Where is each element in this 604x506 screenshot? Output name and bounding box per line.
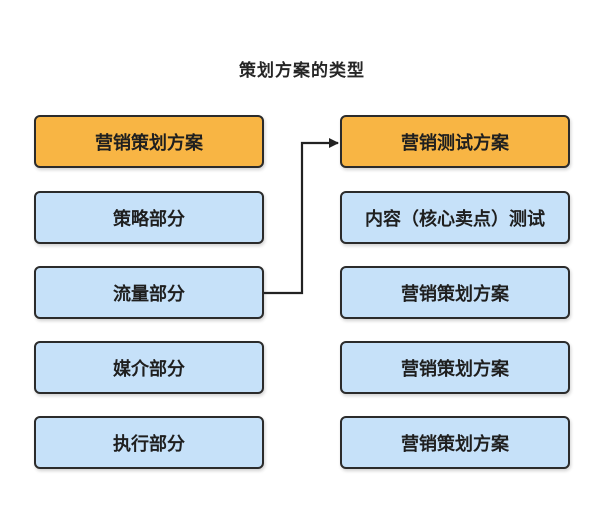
box-content-test: 内容（核心卖点）测试 bbox=[340, 191, 570, 244]
diagram-title: 策划方案的类型 bbox=[239, 61, 365, 81]
box-marketing-test-plan: 营销测试方案 bbox=[340, 115, 570, 168]
box-marketing-plan: 营销策划方案 bbox=[34, 115, 264, 168]
box-strategy-part: 策略部分 bbox=[34, 191, 264, 244]
box-execution-part: 执行部分 bbox=[34, 416, 264, 469]
box-media-part: 媒介部分 bbox=[34, 341, 264, 394]
box-right-item-4: 营销策划方案 bbox=[340, 341, 570, 394]
box-right-item-5: 营销策划方案 bbox=[340, 416, 570, 469]
box-right-item-3: 营销策划方案 bbox=[340, 266, 570, 319]
box-traffic-part: 流量部分 bbox=[34, 266, 264, 319]
